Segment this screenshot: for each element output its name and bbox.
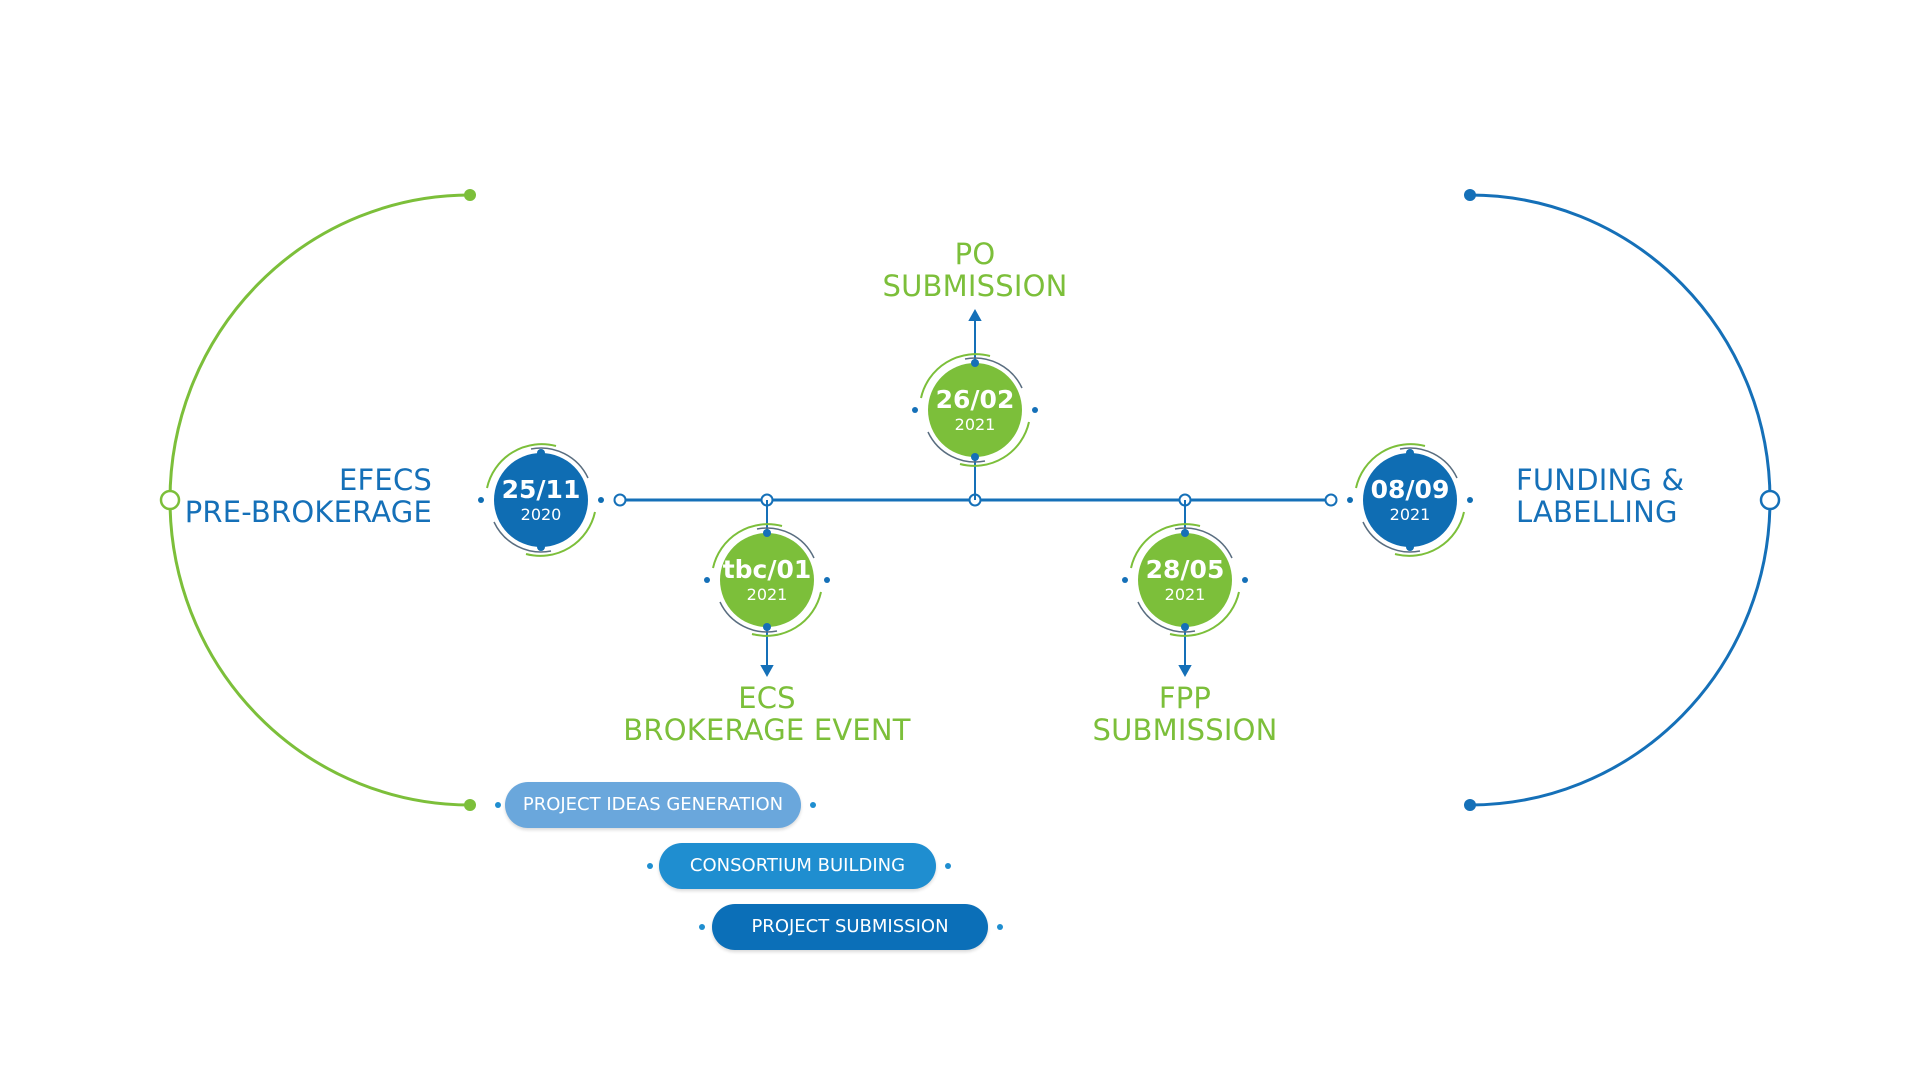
fpp-date: 28/05 — [1146, 555, 1225, 584]
phase-consortium-building: CONSORTIUM BUILDING — [659, 843, 936, 889]
milestone-ecs-badge: tbc/01 2021 — [704, 523, 830, 637]
phase-2-dot-right — [945, 863, 951, 869]
funding-label: FUNDING & LABELLING — [1516, 464, 1684, 528]
milestone-po-badge: 26/02 2021 — [912, 353, 1038, 467]
right-arc-mid-node — [1759, 489, 1781, 511]
ecs-arrow-icon — [760, 665, 774, 678]
efecs-label: EFECS PRE-BROKERAGE — [185, 464, 432, 528]
axis-node-right — [1324, 493, 1338, 507]
phase-3-dot-right — [997, 924, 1003, 930]
po-arrow-icon — [968, 308, 982, 321]
phase-3-dot-left — [699, 924, 705, 930]
ecs-label: ECS BROKERAGE EVENT — [623, 682, 910, 746]
left-arc-mid-node — [159, 489, 181, 511]
phase-project-ideas-generation: PROJECT IDEAS GENERATION — [505, 782, 801, 828]
fpp-label: FPP SUBMISSION — [1093, 682, 1278, 746]
phase-1-dot-right — [810, 802, 816, 808]
po-label-line-2: SUBMISSION — [882, 269, 1068, 303]
ecs-date: tbc/01 — [723, 555, 812, 584]
funding-label-line-2: LABELLING — [1516, 495, 1678, 529]
axis-node-left — [613, 493, 627, 507]
right-arc-top-dot — [1464, 189, 1476, 201]
funding-label-line-1: FUNDING & — [1516, 463, 1685, 497]
left-arc-top-dot — [464, 189, 476, 201]
left-arc-bottom-dot — [464, 799, 476, 811]
ecs-year: 2021 — [747, 585, 788, 604]
po-label: PO SUBMISSION — [883, 238, 1068, 302]
efecs-year: 2020 — [521, 505, 562, 524]
milestone-efecs-badge: 25/11 2020 — [478, 443, 604, 557]
efecs-date: 25/11 — [502, 475, 581, 504]
funding-year: 2021 — [1390, 505, 1431, 524]
phase-project-submission: PROJECT SUBMISSION — [712, 904, 988, 950]
fpp-arrow-icon — [1178, 665, 1192, 678]
po-date: 26/02 — [936, 385, 1015, 414]
phase-2-dot-left — [647, 863, 653, 869]
fpp-label-line-2: SUBMISSION — [1092, 713, 1278, 747]
fpp-year: 2021 — [1165, 585, 1206, 604]
efecs-label-line-1: EFECS — [339, 463, 432, 497]
fpp-label-line-1: FPP — [1158, 681, 1212, 715]
po-year: 2021 — [955, 415, 996, 434]
po-label-line-1: PO — [954, 237, 996, 271]
ecs-label-line-1: ECS — [738, 681, 796, 715]
phase-1-dot-left — [495, 802, 501, 808]
right-arc-bottom-dot — [1464, 799, 1476, 811]
ecs-label-line-2: BROKERAGE EVENT — [623, 713, 911, 747]
milestone-funding-badge: 08/09 2021 — [1347, 443, 1473, 557]
milestone-fpp-badge: 28/05 2021 — [1122, 523, 1248, 637]
funding-date: 08/09 — [1371, 475, 1450, 504]
efecs-label-line-2: PRE-BROKERAGE — [184, 495, 432, 529]
